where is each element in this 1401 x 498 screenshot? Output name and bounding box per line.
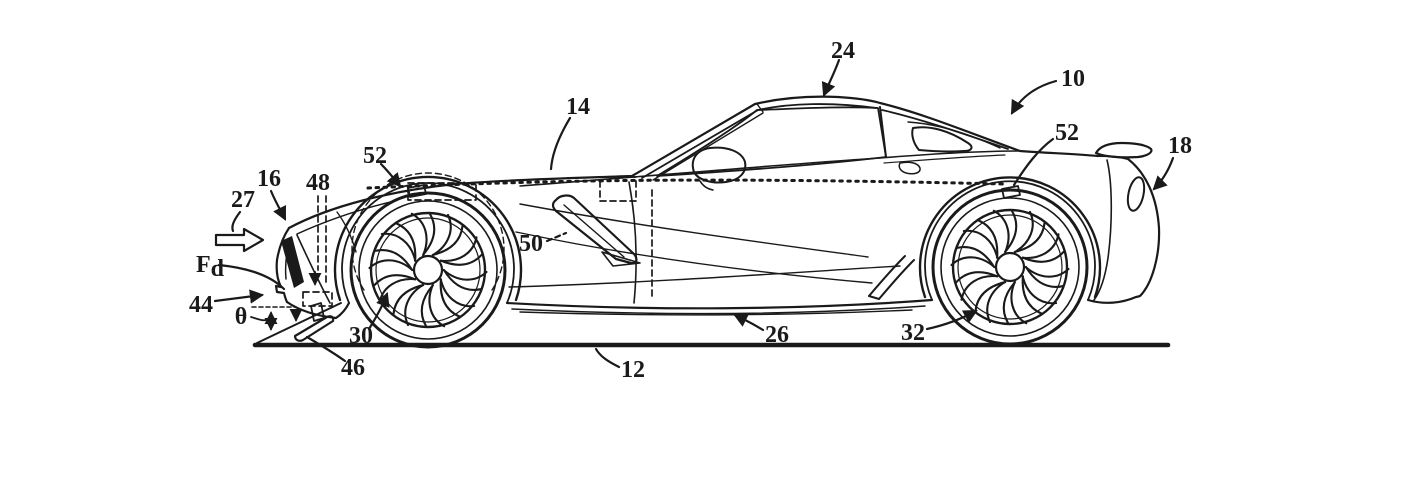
leader-18 bbox=[1152, 156, 1175, 191]
hidden-lines bbox=[302, 176, 653, 307]
rocker-line bbox=[505, 298, 934, 310]
leader-32 bbox=[925, 309, 978, 331]
tail-outline bbox=[1126, 157, 1161, 299]
door-shut-line bbox=[628, 181, 637, 304]
ref-label-52-rear: 52 bbox=[1055, 120, 1079, 146]
car-body-outline bbox=[214, 95, 1171, 348]
approach-angle-line bbox=[256, 302, 342, 344]
door-window bbox=[656, 106, 887, 177]
hood-seam bbox=[296, 200, 396, 235]
leader-30 bbox=[367, 291, 390, 331]
leader-theta bbox=[250, 316, 267, 322]
ref-label-52-front: 52 bbox=[363, 143, 387, 169]
leader-10 bbox=[1010, 79, 1058, 115]
door-handle bbox=[898, 161, 921, 175]
ref-label-32: 32 bbox=[901, 320, 925, 346]
tail-oval-detail bbox=[1126, 176, 1146, 212]
leader-12 bbox=[594, 347, 621, 369]
leader-52-front bbox=[379, 162, 402, 188]
c-pillar-line bbox=[907, 121, 1001, 149]
grille-strip bbox=[281, 236, 304, 288]
front-wheel bbox=[351, 193, 505, 347]
ref-label-drag-force: Fd bbox=[196, 252, 225, 282]
ref-label-30: 30 bbox=[349, 323, 373, 349]
roof-inner-line bbox=[757, 103, 877, 111]
drag-force-sub: d bbox=[211, 256, 225, 282]
headlamp-crease bbox=[336, 211, 357, 253]
airflow-arrow-icon bbox=[214, 227, 265, 253]
ref-label-24: 24 bbox=[831, 38, 855, 64]
front-fender-arc bbox=[333, 175, 523, 302]
air-dam-flap bbox=[293, 315, 335, 342]
leader-26 bbox=[733, 313, 765, 332]
ref-label-46: 46 bbox=[341, 355, 365, 381]
front-bumper bbox=[274, 226, 291, 304]
leader-24 bbox=[821, 58, 841, 97]
leader-lines bbox=[213, 58, 1175, 369]
ref-label-44: 44 bbox=[189, 292, 213, 318]
ref-label-50: 50 bbox=[519, 231, 543, 257]
side-mirror bbox=[691, 146, 747, 184]
beltline-dotted bbox=[366, 178, 1006, 190]
shoulder-line bbox=[519, 150, 1021, 187]
ref-label-theta: θ bbox=[235, 304, 248, 330]
reference-numerals: 24 10 14 52 52 18 16 48 27 44 θ 30 46 50… bbox=[189, 38, 1192, 383]
leader-16 bbox=[269, 189, 287, 221]
leader-52-rear bbox=[1012, 137, 1055, 187]
rear-spoiler bbox=[1094, 141, 1153, 159]
leader-44 bbox=[213, 289, 265, 304]
ref-label-12: 12 bbox=[621, 357, 645, 383]
ref-label-18: 18 bbox=[1168, 133, 1192, 159]
leader-14 bbox=[549, 116, 572, 171]
quarter-window bbox=[911, 126, 973, 153]
leader-27 bbox=[231, 210, 242, 233]
ref-label-26: 26 bbox=[765, 322, 789, 348]
drag-force-main: F bbox=[196, 252, 211, 278]
leader-46 bbox=[305, 335, 347, 363]
b-pillar bbox=[879, 106, 887, 158]
ref-label-14: 14 bbox=[566, 94, 590, 120]
leader-50 bbox=[545, 231, 568, 243]
rear-fender-arc bbox=[918, 176, 1102, 299]
rear-fascia-seam bbox=[1093, 159, 1113, 301]
ref-label-48: 48 bbox=[306, 170, 330, 196]
rear-lower-edge bbox=[1086, 295, 1138, 304]
ref-label-10: 10 bbox=[1061, 66, 1085, 92]
rear-arch-clip bbox=[1001, 185, 1021, 199]
ref-label-16: 16 bbox=[257, 166, 281, 192]
leader-Fd bbox=[217, 263, 286, 291]
front-lower-edge bbox=[285, 300, 351, 320]
ref-label-27: 27 bbox=[231, 187, 255, 213]
